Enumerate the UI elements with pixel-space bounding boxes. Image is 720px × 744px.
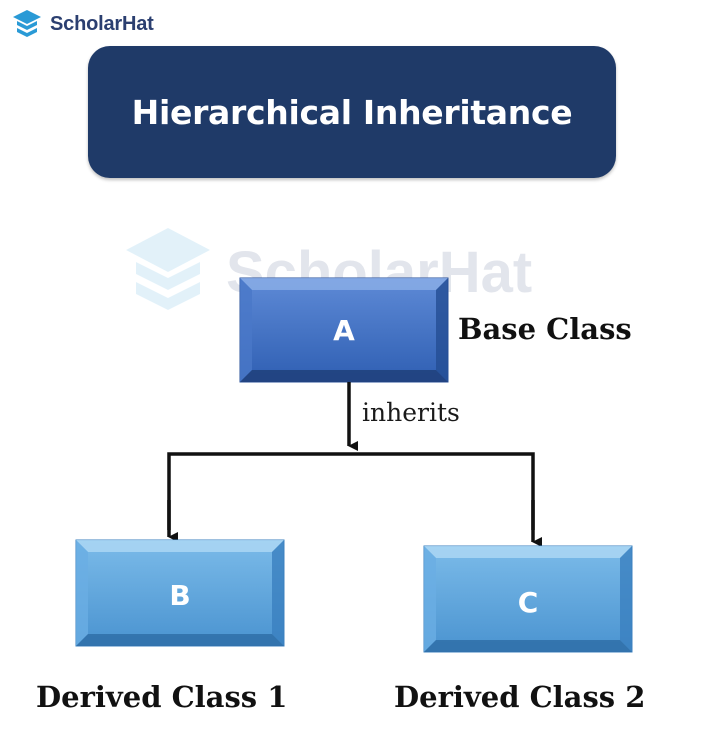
node-c: C [423,545,633,653]
node-a: A [239,277,449,383]
node-a-label: A [333,314,355,347]
node-c-label: C [518,586,539,619]
derived-class-1-caption: Derived Class 1 [36,680,288,714]
node-b-label: B [169,579,190,612]
base-class-caption: Base Class [458,312,632,346]
inherits-label: inherits [362,398,460,427]
node-b: B [75,539,285,647]
scholarhat-logo: ScholarHat [10,8,154,40]
derived-class-2-caption: Derived Class 2 [394,680,646,714]
page-title: Hierarchical Inheritance [131,92,573,132]
logo-text: ScholarHat [50,12,154,35]
branch-connector [167,452,535,530]
title-banner: Hierarchical Inheritance [88,46,616,178]
scholarhat-logo-icon [13,10,41,37]
